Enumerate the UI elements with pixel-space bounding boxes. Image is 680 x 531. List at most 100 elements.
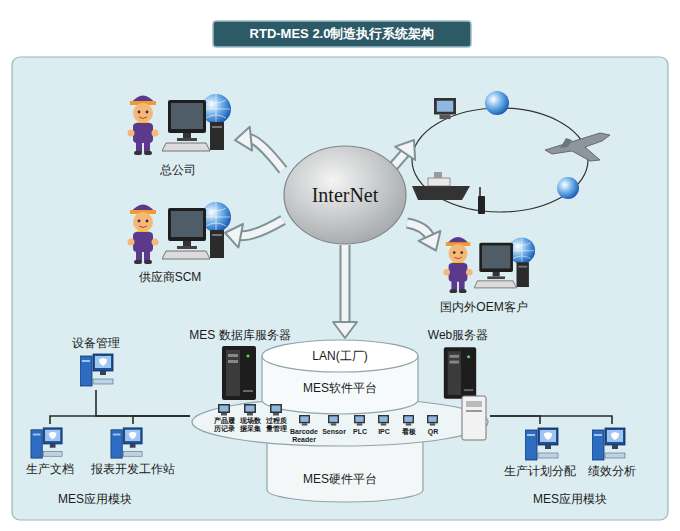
node-text: MES硬件平台 bbox=[190, 472, 490, 486]
tower-server-icon bbox=[466, 401, 482, 407]
workstation-icon bbox=[592, 428, 625, 460]
network-arrow bbox=[225, 224, 243, 248]
internet-ellipse: InterNet bbox=[283, 145, 407, 245]
terminal-icon bbox=[218, 404, 230, 416]
network-ring bbox=[545, 133, 610, 161]
node-text: 供应商SCM bbox=[115, 270, 225, 284]
tower-server-icon bbox=[462, 396, 486, 440]
network-arrow bbox=[342, 245, 349, 324]
module-label: MES应用模块 bbox=[515, 492, 625, 507]
node-text: 生产计划分配 bbox=[500, 464, 580, 478]
network-arrow bbox=[340, 245, 351, 324]
node-text: 国内外OEM客户 bbox=[436, 300, 532, 314]
background-panel bbox=[12, 57, 668, 520]
tower-server-icon bbox=[466, 410, 482, 412]
node-text: Web服务器 bbox=[420, 328, 496, 342]
server-icon bbox=[222, 346, 256, 400]
workstation-icon bbox=[111, 428, 142, 458]
icon-node: 绩效分析 bbox=[580, 424, 644, 480]
bus-line bbox=[490, 416, 540, 424]
node-text: MES 数据库服务器 bbox=[186, 328, 293, 342]
node-text: InterNet bbox=[283, 183, 407, 207]
device-label: 看板 bbox=[397, 428, 421, 436]
bus-line bbox=[96, 390, 190, 416]
network-ring bbox=[412, 186, 470, 200]
title-banner bbox=[213, 21, 471, 47]
network-arrow bbox=[249, 139, 283, 170]
node-text: 总公司 bbox=[120, 163, 235, 177]
device-label: 现场数据采集 bbox=[238, 417, 262, 433]
icon-node: 总公司 bbox=[120, 85, 235, 177]
bus-line bbox=[50, 416, 190, 424]
ring-arrow bbox=[392, 140, 415, 168]
icon-node: 设备管理 bbox=[60, 336, 132, 390]
person-icon bbox=[128, 96, 159, 156]
platform-stack: LAN(工厂) MES软件平台 MES硬件平台 bbox=[190, 338, 490, 505]
terminal-icon bbox=[244, 404, 256, 416]
ellipse-shape bbox=[284, 146, 406, 244]
computer-icon bbox=[162, 202, 231, 259]
icon-node: 报表开发工作站 bbox=[88, 424, 178, 480]
icon-node: 生产计划分配 bbox=[500, 424, 580, 480]
workstation-icon bbox=[80, 354, 113, 386]
network-arrow bbox=[239, 220, 283, 236]
node-text: 绩效分析 bbox=[580, 464, 644, 478]
person-icon bbox=[128, 205, 159, 265]
bus-line bbox=[490, 416, 612, 424]
node-text: MES软件平台 bbox=[190, 381, 490, 395]
terminal-icon bbox=[378, 415, 389, 426]
node-text: 设备管理 bbox=[60, 336, 132, 350]
computer-icon bbox=[474, 237, 535, 287]
terminal-icon bbox=[427, 415, 438, 426]
device-label: QR bbox=[422, 428, 444, 436]
terminal-icon bbox=[403, 415, 414, 426]
network-arrow bbox=[239, 220, 283, 236]
network-arrow bbox=[225, 220, 283, 248]
device-label: 产品履历记录 bbox=[212, 417, 236, 433]
icon-node: 国内外OEM客户 bbox=[436, 228, 532, 318]
server-icon bbox=[444, 347, 476, 398]
terminal-icon bbox=[354, 415, 365, 426]
terminal-icon bbox=[299, 415, 310, 426]
network-arrow bbox=[407, 223, 440, 251]
network-arrow bbox=[407, 223, 430, 238]
bus-line bbox=[50, 416, 190, 424]
network-ring bbox=[478, 196, 485, 214]
person-icon bbox=[443, 237, 472, 293]
computer-icon bbox=[162, 94, 231, 151]
device-label: Sensor bbox=[319, 428, 349, 436]
bus-line bbox=[490, 416, 540, 424]
network-ring bbox=[485, 91, 509, 115]
bus-line bbox=[490, 416, 612, 424]
network-ring bbox=[557, 177, 579, 199]
node-text: LAN(工厂) bbox=[190, 349, 490, 363]
terminal-icon bbox=[328, 415, 339, 426]
network-arrow bbox=[407, 223, 430, 238]
terminal-icon bbox=[270, 404, 282, 416]
network-arrow bbox=[235, 127, 283, 170]
tower-server-icon bbox=[462, 396, 486, 440]
device-label: IPC bbox=[372, 428, 396, 436]
module-label: MES应用模块 bbox=[40, 492, 150, 507]
device-label: Barcode Reader bbox=[288, 428, 320, 444]
node-text: 生产文档 bbox=[15, 462, 85, 476]
node-text: 报表开发工作站 bbox=[88, 462, 178, 476]
network-ring bbox=[412, 108, 588, 212]
network-ring bbox=[479, 187, 481, 196]
workstation-icon bbox=[525, 428, 558, 460]
network-arrow bbox=[418, 231, 440, 251]
diagram-title: RTD-MES 2.0制造执行系统架构 bbox=[213, 26, 471, 42]
network-ring bbox=[412, 91, 610, 214]
network-ring bbox=[428, 178, 450, 186]
ring-arrow bbox=[395, 140, 415, 160]
network-arrow bbox=[333, 245, 357, 338]
workstation-icon bbox=[31, 428, 62, 458]
device-label: 过程质量管理 bbox=[264, 417, 288, 433]
network-arrow bbox=[333, 322, 357, 338]
icon-node: Web服务器 bbox=[420, 328, 496, 403]
device-label: PLC bbox=[348, 428, 372, 436]
icon-node: 供应商SCM bbox=[115, 190, 225, 285]
network-ring bbox=[434, 98, 456, 119]
